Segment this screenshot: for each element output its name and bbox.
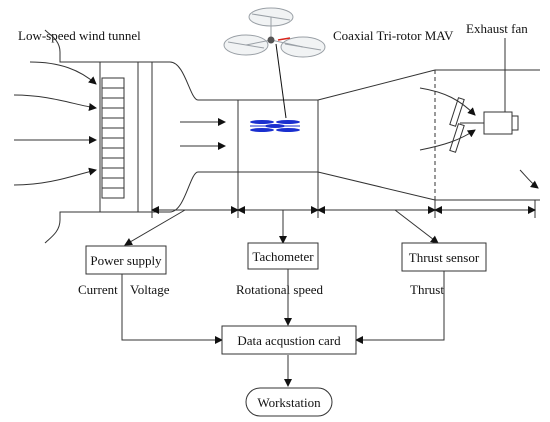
data-card-label: Data acqustion card <box>237 333 341 348</box>
test-section <box>198 69 540 210</box>
exhaust-flow-arrows <box>419 87 539 189</box>
sensor-connectors <box>124 209 439 246</box>
data-card-connectors <box>121 269 445 387</box>
drone-pointer-line <box>275 43 287 119</box>
thrust-sensor-label: Thrust sensor <box>409 250 480 265</box>
test-section-arrows <box>180 118 226 150</box>
dimension-line <box>151 200 536 218</box>
wind-tunnel-label: Low-speed wind tunnel <box>18 28 141 43</box>
voltage-label: Voltage <box>130 282 170 297</box>
tachometer-label: Tachometer <box>252 249 314 264</box>
wind-tunnel-body <box>44 29 238 244</box>
power-supply-box: Power supply <box>85 245 167 275</box>
honeycomb-screen <box>101 77 125 199</box>
exhaust-fan-label: Exhaust fan <box>466 21 528 36</box>
rotational-speed-label: Rotational speed <box>236 282 324 297</box>
exhaust-fan <box>449 38 519 153</box>
power-supply-label: Power supply <box>90 253 162 268</box>
thrust-sensor-box: Thrust sensor <box>401 242 487 272</box>
thrust-label: Thrust <box>410 282 444 297</box>
workstation-label: Workstation <box>257 395 321 410</box>
current-label: Current <box>78 282 118 297</box>
tachometer-box: Tachometer <box>247 242 319 270</box>
data-card-box: Data acqustion card <box>221 325 357 355</box>
inflow-arrows <box>13 61 97 186</box>
drone-illustration <box>223 7 326 58</box>
workstation-box: Workstation <box>245 387 333 417</box>
mav-label: Coaxial Tri-rotor MAV <box>333 28 454 43</box>
mav-model <box>250 120 300 132</box>
